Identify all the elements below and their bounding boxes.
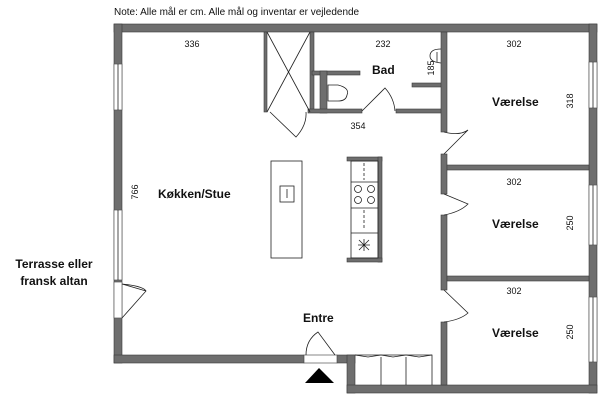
dim-kitchen-depth: 766 [130,184,140,199]
interior-walls [263,31,590,386]
bedroom-3-door[interactable] [443,289,469,323]
terrace-label-line1: Terrasse eller [15,257,92,271]
toilet-icon [327,84,348,102]
room-label-bedroom-3: Værelse [492,326,539,340]
bedroom-1-door[interactable] [443,129,469,155]
kitchen-island [270,160,303,259]
dim-bedroom-3-depth: 250 [565,324,575,339]
dim-bedroom-2-depth: 250 [565,215,575,230]
closet-cross [266,31,311,138]
stove-icon [354,185,375,204]
dim-bedroom-3-width: 302 [506,286,521,296]
terrace-label-line2: fransk altan [20,274,87,288]
fridge-icon [358,239,370,251]
dim-bath-width: 232 [375,39,390,49]
terrace-door[interactable] [113,281,147,319]
dim-bath-depth: 185 [426,60,436,75]
room-label-bedroom-2: Værelse [492,217,539,231]
bath-door[interactable] [361,87,396,112]
sink-icon-bath [429,48,442,64]
entrance-door[interactable] [303,331,338,364]
note-text: Note: Alle mål er cm. Alle mål og invent… [114,6,360,18]
kitchen-counter [346,156,383,263]
room-label-kitchen-living: Køkken/Stue [158,187,231,201]
room-label-bath: Bad [372,63,395,77]
entrance-arrow-icon [305,368,334,383]
dim-bedroom-1-depth: 318 [565,93,575,108]
room-label-entrance: Entre [303,311,334,325]
dim-kitchen-width: 336 [184,39,199,49]
windows [113,61,598,363]
dim-bedroom-2-width: 302 [506,177,521,187]
wardrobes[interactable] [354,354,433,385]
room-label-bedroom-1: Værelse [492,95,539,109]
bedroom-2-door[interactable] [443,193,469,216]
dim-hall-width: 354 [350,121,365,131]
dim-bedroom-1-width: 302 [506,39,521,49]
